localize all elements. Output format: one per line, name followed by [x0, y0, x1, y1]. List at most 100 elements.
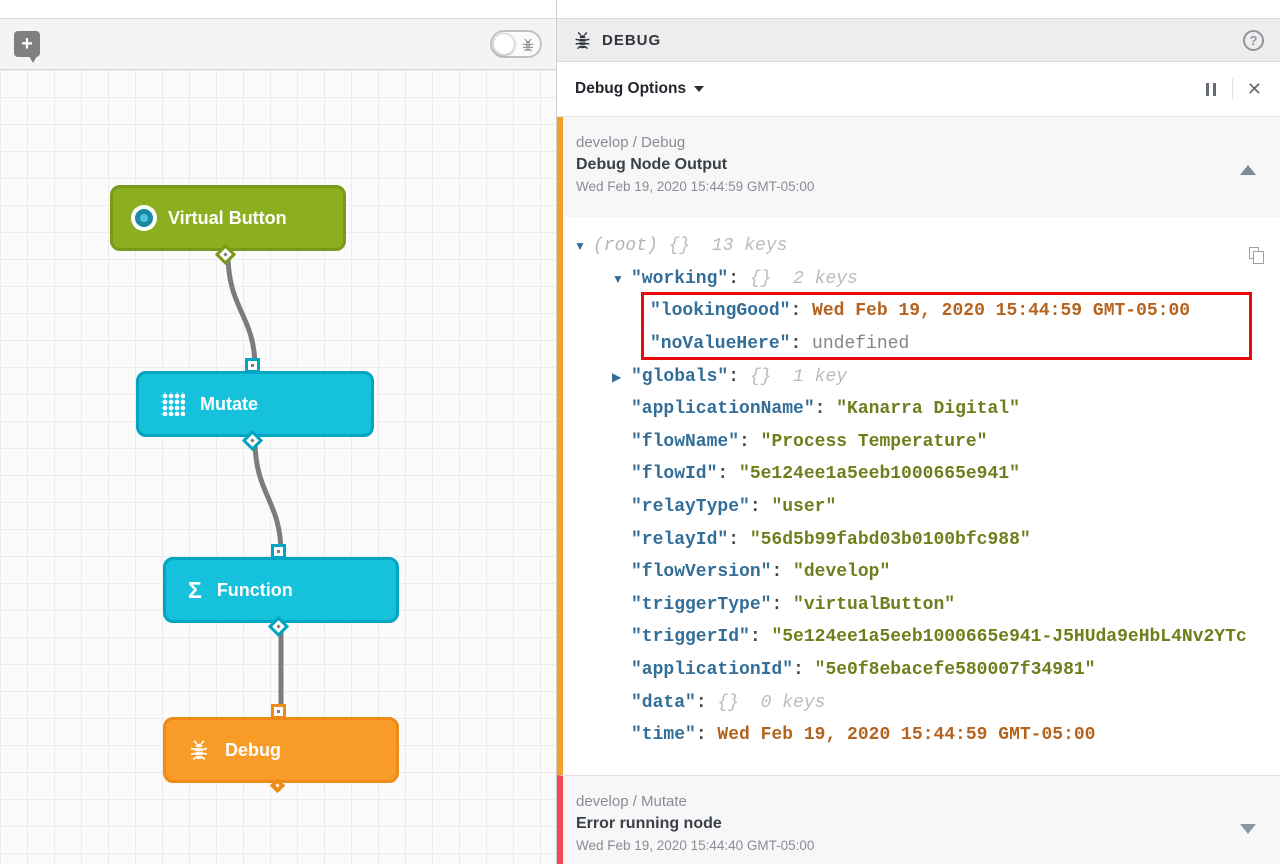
- panel-title: DEBUG: [602, 31, 662, 49]
- panel-top-strip: [557, 0, 1280, 18]
- root-label: (root): [593, 236, 669, 257]
- json-line: "lookingGood": Wed Feb 19, 2020 15:44:59…: [650, 301, 1191, 322]
- node-function[interactable]: Σ Function: [163, 557, 399, 623]
- json-line: "flowVersion": "develop": [631, 562, 891, 583]
- node-mutate[interactable]: Mutate: [136, 371, 374, 437]
- virtual-button-icon: [135, 209, 153, 227]
- json-value: undefined: [812, 334, 910, 355]
- json-line[interactable]: ▶"globals": {} 1 key: [612, 366, 848, 387]
- wire-virtualbutton-mutate[interactable]: [225, 251, 258, 371]
- json-key: "applicationName": [631, 399, 815, 420]
- breadcrumb: develop / Debug: [576, 134, 686, 151]
- json-value: Wed Feb 19, 2020 15:44:59 GMT-05:00: [812, 301, 1191, 322]
- node-label: Virtual Button: [168, 207, 287, 228]
- json-key: "noValueHere": [650, 334, 791, 355]
- debug-mode-toggle[interactable]: [490, 30, 542, 58]
- debug-message-output: develop / Debug Debug Node Output Wed Fe…: [557, 117, 1280, 775]
- mutate-dots-icon: [161, 392, 185, 416]
- json-key: "flowVersion": [631, 562, 772, 583]
- chevron-down-icon: [694, 86, 705, 92]
- wire-mutate-function[interactable]: [252, 437, 284, 557]
- json-value: "virtualButton": [793, 594, 956, 615]
- json-line: "triggerId": "5e124ee1a5eeb1000665e941-J…: [631, 627, 1247, 648]
- node-debug[interactable]: Debug: [163, 717, 399, 783]
- wires-layer: [225, 251, 284, 717]
- json-key: "relayType": [631, 497, 750, 518]
- json-value: "56d5b99fabd03b0100bfc988": [749, 529, 1031, 550]
- json-line: "flowId": "5e124ee1a5eeb1000665e941": [631, 464, 1020, 485]
- json-meta: {} 1 key: [749, 366, 848, 387]
- close-icon[interactable]: ✕: [1246, 79, 1262, 99]
- input-connector-mutate[interactable]: [244, 357, 260, 373]
- json-key: "applicationId": [631, 660, 794, 681]
- flow-canvas[interactable]: Virtual Button Mutate Σ Function Debug: [0, 70, 556, 864]
- input-connector-function[interactable]: [270, 543, 286, 559]
- bug-icon: [190, 740, 208, 760]
- json-key: "data": [631, 692, 696, 713]
- pause-button[interactable]: [1204, 81, 1218, 98]
- node-label: Debug: [225, 739, 281, 760]
- message-title: Debug Node Output: [576, 156, 728, 173]
- help-icon[interactable]: ?: [1243, 29, 1264, 51]
- collapse-triangle-icon[interactable]: ▼: [574, 239, 586, 254]
- json-line: "relayId": "56d5b99fabd03b0100bfc988": [631, 529, 1031, 550]
- breadcrumb: develop / Mutate: [576, 793, 687, 810]
- debug-options-dropdown[interactable]: Debug Options: [575, 80, 705, 98]
- message-title: Error running node: [576, 815, 722, 832]
- input-connector-debug[interactable]: [270, 703, 286, 719]
- message-header[interactable]: develop / Debug Debug Node Output Wed Fe…: [563, 117, 1280, 217]
- json-line: "applicationId": "5e0f8ebacefe580007f349…: [631, 660, 1096, 681]
- json-key: "triggerId": [631, 627, 750, 648]
- canvas-toolbar: +: [0, 18, 556, 70]
- bug-icon: [575, 31, 590, 49]
- json-key: "time": [631, 725, 696, 746]
- json-meta: {} 0 keys: [717, 692, 826, 713]
- json-meta: {} 2 keys: [749, 268, 858, 289]
- json-key: "working": [631, 268, 729, 289]
- json-value: "user": [771, 497, 837, 518]
- json-line: "data": {} 0 keys: [631, 692, 826, 713]
- json-value: "Process Temperature": [760, 431, 988, 452]
- node-virtual-button[interactable]: Virtual Button: [110, 185, 346, 251]
- node-label: Function: [216, 579, 293, 600]
- json-value: "Kanarra Digital": [836, 399, 1020, 420]
- json-key: "globals": [631, 366, 729, 387]
- options-divider: [1231, 78, 1233, 100]
- json-line: "applicationName": "Kanarra Digital": [631, 399, 1020, 420]
- json-key: "triggerType": [631, 594, 772, 615]
- debug-message-error: develop / Mutate Error running node Wed …: [557, 775, 1280, 864]
- json-key: "flowId": [631, 464, 718, 485]
- json-line: "relayType": "user": [631, 497, 837, 518]
- toggle-knob[interactable]: [493, 33, 515, 55]
- json-value: "5e124ee1a5eeb1000665e941-J5HUda9eHbL4Nv…: [771, 627, 1247, 648]
- debug-panel: DEBUG ? Debug Options ✕ develop / Debug …: [557, 0, 1280, 864]
- expand-triangle-icon[interactable]: ▶: [612, 369, 622, 384]
- message-header[interactable]: develop / Mutate Error running node Wed …: [563, 776, 1280, 864]
- json-line: "flowName": "Process Temperature": [631, 431, 988, 452]
- sigma-icon: Σ: [188, 577, 202, 603]
- canvas-top-strip: [0, 0, 556, 18]
- json-key: "lookingGood": [650, 301, 791, 322]
- json-line[interactable]: ▼(root) {} 13 keys: [563, 230, 1280, 263]
- collapse-arrow-icon[interactable]: [1240, 165, 1256, 175]
- json-key: "flowName": [631, 431, 740, 452]
- json-line[interactable]: ▼"working": {} 2 keys: [612, 268, 858, 289]
- bug-icon: [522, 38, 534, 52]
- json-line: "triggerType": "virtualButton": [631, 594, 956, 615]
- message-timestamp: Wed Feb 19, 2020 15:44:40 GMT-05:00: [576, 838, 815, 853]
- flow-canvas-column: + Virtual Button Mutate Σ: [0, 0, 557, 864]
- collapse-triangle-icon[interactable]: ▼: [612, 271, 624, 286]
- json-line: "noValueHere": undefined: [650, 334, 910, 355]
- node-label: Mutate: [200, 393, 258, 414]
- debug-options-bar: Debug Options ✕: [557, 62, 1280, 117]
- message-timestamp: Wed Feb 19, 2020 15:44:59 GMT-05:00: [576, 179, 815, 194]
- json-value: Wed Feb 19, 2020 15:44:59 GMT-05:00: [717, 725, 1096, 746]
- copy-icon[interactable]: [1249, 247, 1264, 264]
- add-note-button[interactable]: +: [14, 31, 40, 63]
- json-value: "5e0f8ebacefe580007f34981": [814, 660, 1096, 681]
- expand-arrow-icon[interactable]: [1240, 824, 1256, 834]
- json-line: "time": Wed Feb 19, 2020 15:44:59 GMT-05…: [631, 725, 1096, 746]
- json-tree: ▼(root) {} 13 keys▼"working": {} 2 keys"…: [563, 217, 1280, 775]
- json-key: "relayId": [631, 529, 729, 550]
